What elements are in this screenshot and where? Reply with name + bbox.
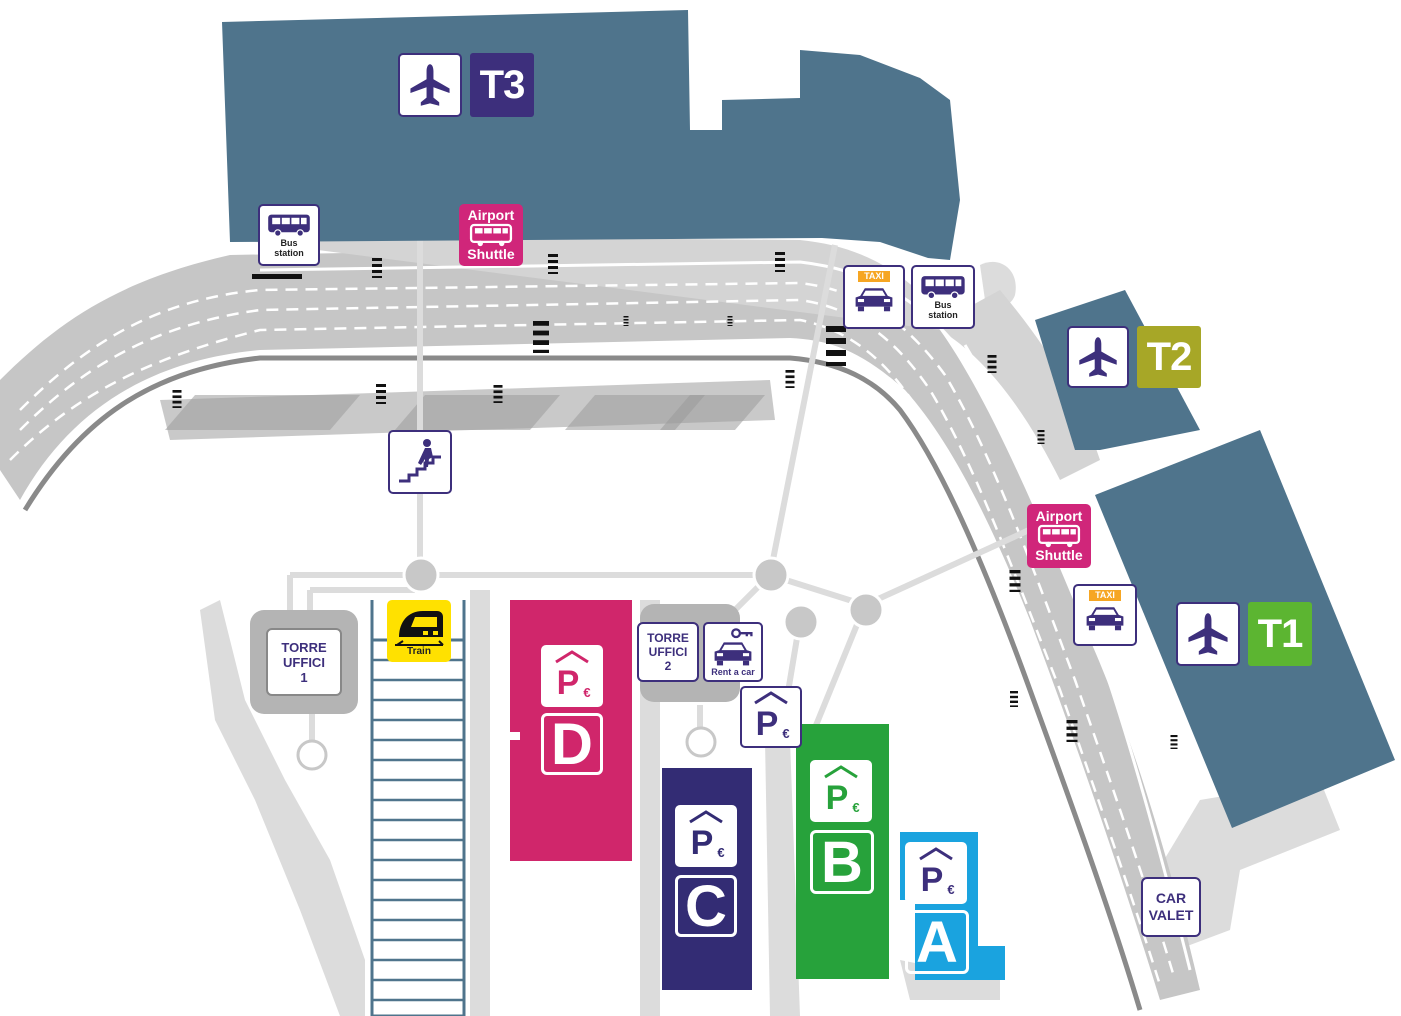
terminal-1-airplane-sign [1176,602,1240,666]
tower-2-line1: TORRE [647,631,689,645]
parking-currency: € [852,800,859,815]
parking-symbol: P [921,861,944,899]
bus-icon [918,274,968,300]
terminal-1-building [1095,430,1395,828]
walkway-nodes [296,556,885,771]
taxi-sign-t2: TAXI [843,265,905,329]
parking-sign-a: P € [905,842,967,904]
rent-a-car-sign: Rent a car [703,622,763,682]
parking-icon: P € [754,691,790,743]
parking-icon: P € [824,765,860,817]
shuttle-line1: Airport [467,207,515,223]
parking-sign-c: P € [675,805,737,867]
tower-2-line2: UFFICI [648,645,688,659]
train-label: Train [407,646,431,657]
train-sign: Train [387,600,451,662]
shuttle-line1-t1: Airport [1035,508,1083,524]
parking-currency: € [583,685,590,700]
rent-a-car-label: Rent a car [711,667,755,677]
airport-shuttle-sign-t1: Airport Shuttle [1027,504,1091,568]
terminal-3-airplane-sign [398,53,462,117]
parking-symbol: P [826,779,849,817]
parking-icon: P € [689,810,725,862]
terminal-3-building [222,10,960,260]
parking-sign-d: P € [541,645,603,707]
bus-icon [265,212,313,238]
airplane-icon [1076,335,1120,379]
bus-icon [468,223,514,247]
airplane-icon [1185,611,1231,657]
parking-lot-d [510,600,632,861]
parking-lot-d-letter: D [541,712,603,777]
bus-station-sign-t3: Bus station [258,204,320,266]
terminal-2-airplane-sign [1067,326,1129,388]
taxi-sign-t1: TAXI [1073,584,1137,646]
parking-symbol: P [691,824,714,862]
train-platform [370,600,466,1016]
car-key-icon [714,628,753,666]
parking-lot-b-letter: B [810,830,874,895]
tower-1-line3: 1 [300,669,308,685]
stairs-sign [388,430,452,494]
parking-currency: € [782,726,789,741]
taxi-label: TAXI [858,271,890,282]
parking-lot-a-letter: A [905,910,969,975]
car-valet-sign: CAR VALET [1141,877,1201,937]
torre-uffici-2: TORRE UFFICI 2 [637,622,699,682]
ground-areas [200,261,1340,1016]
parking-sign-b: P € [810,760,872,822]
parking-symbol: P [557,664,580,702]
airport-shuttle-sign-t3: Airport Shuttle [459,204,523,266]
parking-currency: € [947,882,954,897]
parking-sign-central: P € [740,686,802,748]
stairs-walker-icon [399,439,441,483]
shuttle-line2-t1: Shuttle [1035,547,1083,563]
taxi-icon [851,282,897,316]
airplane-icon [407,62,453,108]
terminal-3-code: T3 [470,53,534,117]
parking-lot-c-letter: C [675,874,737,939]
tower-1-line1: TORRE [281,639,327,655]
train-icon [395,611,444,646]
taxi-icon [1082,601,1128,635]
shuttle-line2: Shuttle [467,246,515,262]
terminal-2-code: T2 [1137,326,1201,388]
parking-icon: P € [919,847,955,899]
tower-2-line3: 2 [664,659,672,673]
parking-symbol: P [756,705,779,743]
bus-station-label-t2: Bus station [928,300,958,320]
bus-station-label: Bus station [274,238,304,258]
terminal-1-code: T1 [1248,602,1312,666]
taxi-label-t1: TAXI [1089,590,1121,601]
parking-currency: € [717,845,724,860]
torre-uffici-1: TORRE UFFICI 1 [266,628,342,696]
tower-1-line2: UFFICI [283,654,325,670]
pedestrian-crossings [172,252,1178,922]
lot-d-gap [508,732,520,740]
bus-station-sign-t2: Bus station [911,265,975,329]
bus-icon [1036,524,1082,548]
parking-icon: P € [555,650,591,702]
